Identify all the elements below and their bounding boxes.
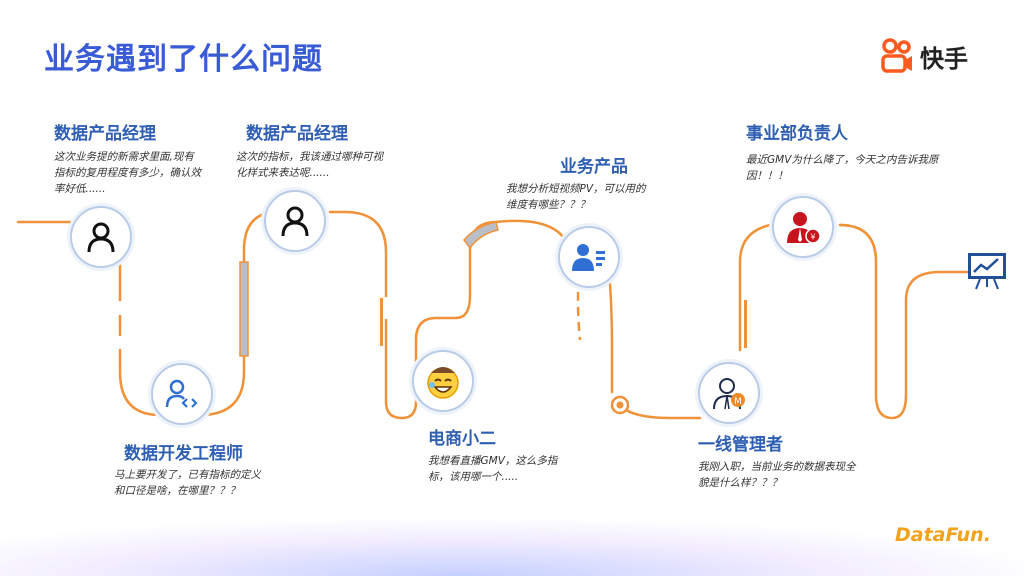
user-icon: [281, 206, 309, 237]
role-label-data-engineer: 数据开发工程师: [124, 444, 243, 464]
developer-icon: [165, 379, 198, 408]
brand-name: 快手: [920, 44, 968, 73]
quote-product-manager-1: 这次业务提的新需求里面,现有指标的复用程度有多少，确认效率好低......: [54, 151, 201, 195]
role-label-business-product: 业务产品: [560, 157, 628, 177]
node-ecommerce-operator: [412, 350, 474, 412]
quote-frontline-manager: 我刚入职，当前业务的数据表现全貌是什么样？？？: [698, 461, 856, 489]
node-frontline-manager: M: [698, 362, 760, 424]
emoji-icon: [427, 367, 459, 399]
role-label-division-head: 事业部负责人: [746, 124, 848, 144]
node-product-manager-1: [70, 206, 132, 268]
end-chart-board: [966, 251, 1008, 295]
quote-product-manager-2: 这次的指标，我该通过哪种可视化样式来表达呢......: [236, 151, 383, 179]
page-title: 业务遇到了什么问题: [44, 42, 323, 77]
node-product-manager-2: [264, 190, 326, 252]
svg-text:M: M: [734, 397, 742, 407]
chart-board-icon: [968, 253, 1006, 290]
business-user-icon: [572, 244, 605, 271]
kuaishou-logo-icon: [881, 38, 912, 73]
footer-glow: [0, 520, 1024, 576]
user-icon: [87, 222, 115, 253]
role-label-product-manager-2: 数据产品经理: [246, 124, 348, 144]
svg-text:¥: ¥: [810, 233, 815, 242]
footer-brand: DataFun.: [895, 524, 991, 546]
quote-business-product: 我想分析短视频PV，可以用的维度有哪些？？？: [506, 183, 646, 211]
node-business-product: [558, 226, 620, 288]
role-label-frontline-manager: 一线管理者: [698, 435, 783, 455]
quote-division-head: 最近GMV为什么降了，今天之内告诉我原因！！！: [746, 154, 939, 182]
quote-ecommerce-operator: 我想看直播GMV，这么多指标，该用哪一个.....: [428, 455, 558, 483]
executive-icon: ¥: [787, 212, 821, 244]
node-data-engineer: [151, 363, 213, 425]
role-label-ecommerce-operator: 电商小二: [428, 429, 496, 449]
node-division-head: ¥: [772, 196, 834, 258]
quote-data-engineer: 马上要开发了，已有指标的定义和口径是啥，在哪里？？？: [114, 469, 261, 497]
brand-logo: 快手: [880, 38, 968, 74]
manager-icon: M: [713, 378, 745, 410]
role-label-product-manager-1: 数据产品经理: [54, 124, 156, 144]
